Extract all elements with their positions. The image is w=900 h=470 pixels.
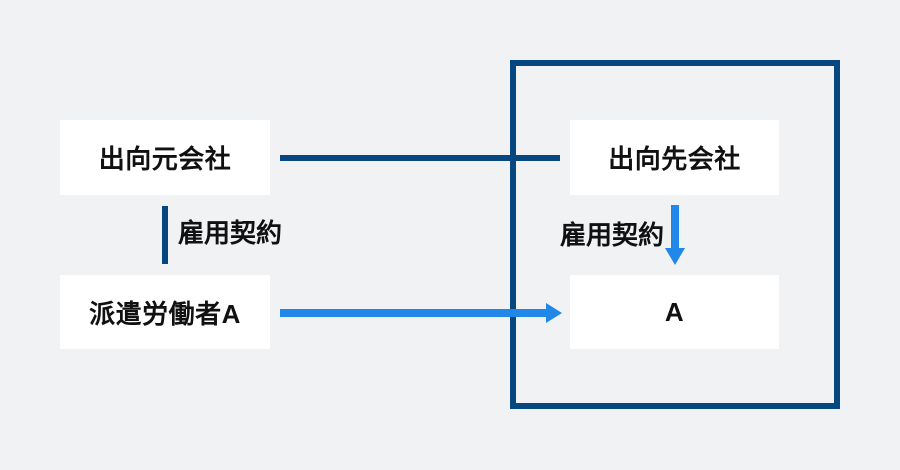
worker-secondment-arrow [280,309,546,317]
worker-a-box: A [570,275,779,349]
company-relation-line [280,155,560,161]
employment-contract-label-left: 雇用契約 [178,218,283,248]
employment-contract-arrow-right [671,205,679,248]
dispatched-worker-box: 派遣労働者A [60,275,270,349]
source-company-box: 出向元会社 [60,120,270,195]
worker-a-label: A [664,296,685,327]
source-company-label: 出向元会社 [98,144,232,174]
employment-contract-arrowhead-icon [665,248,685,265]
employment-contract-connector-left [162,206,168,264]
destination-company-box: 出向先会社 [570,120,779,195]
dispatched-worker-label: 派遣労働者A [89,298,241,329]
employment-contract-label-right: 雇用契約 [560,220,665,250]
worker-secondment-arrowhead-icon [546,303,562,323]
destination-company-frame [510,60,840,409]
destination-company-label: 出向先会社 [608,144,741,174]
